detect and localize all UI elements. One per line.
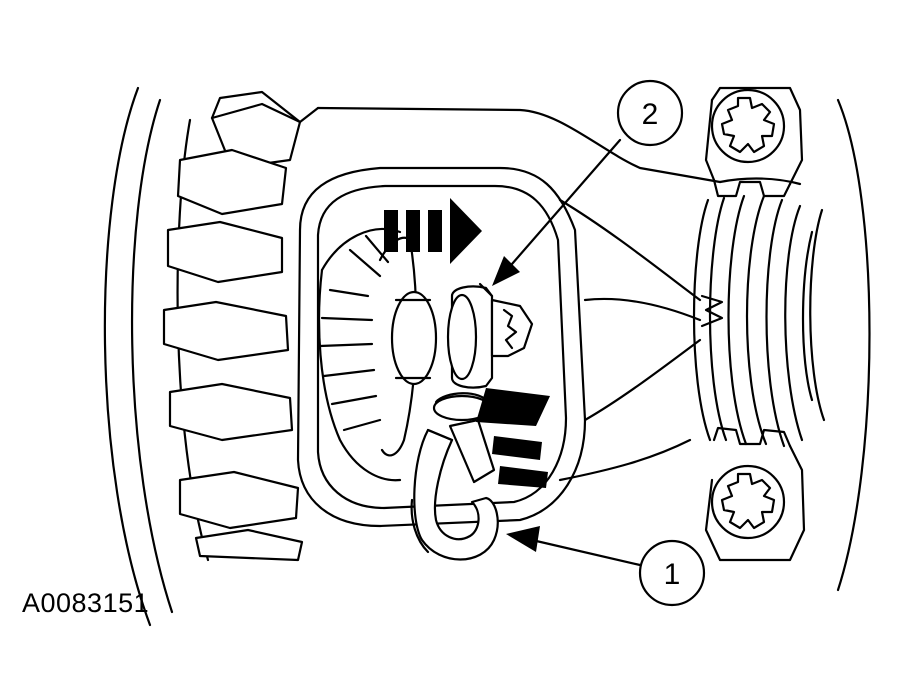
movement-arrow-up: [476, 388, 550, 488]
pinion-shaft: [432, 282, 534, 422]
callout-1: 1: [638, 539, 706, 607]
figure-id: A0083151: [22, 588, 150, 618]
bolt-top: [710, 88, 786, 164]
callout-2-label: 2: [642, 98, 659, 131]
differential-case: [296, 106, 722, 528]
ring-gear: [162, 90, 320, 562]
callout-1-label: 1: [664, 558, 681, 591]
callout-1-leader: [506, 526, 642, 567]
callout-2: 2: [616, 79, 684, 147]
callout-2-leader: [492, 138, 622, 286]
housing-flange: [103, 86, 174, 627]
bearing-cap-right: [692, 86, 871, 592]
movement-arrow-right: [384, 198, 482, 264]
hook-tool: [410, 418, 499, 561]
side-gear: [317, 227, 438, 482]
bolt-bottom: [710, 464, 786, 540]
